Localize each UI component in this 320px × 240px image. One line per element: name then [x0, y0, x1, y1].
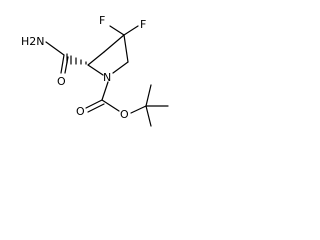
bond-ring-c2-c3: [87, 51, 105, 66]
bond-n-carbamate-c: [101, 81, 109, 101]
atom-amide-nh2: H2N: [21, 35, 45, 48]
bond-o-quaternary-c: [130, 105, 147, 114]
bond-amide-c-n: [45, 41, 65, 56]
atom-ring-nitrogen: N: [103, 71, 111, 84]
bond-c4-f-right: [123, 25, 139, 36]
bond-ring-n-c2: [87, 64, 104, 76]
bond-quaternary-methyl-up: [145, 84, 152, 107]
bond-ring-c4-c5: [123, 34, 129, 63]
bond-carbamate-c-o-dbl-b: [87, 103, 105, 113]
bond-carbamate-c-o-dbl-a: [85, 99, 103, 109]
bond-c4-f-upper: [109, 25, 125, 36]
boc-difluoroprolinamide-structure: F F H2N O N O O: [21, 14, 169, 127]
atom-amide-oxygen: O: [57, 75, 66, 88]
atom-f-right: F: [140, 18, 146, 31]
bond-quaternary-methyl-down: [145, 105, 152, 127]
atom-carbamate-oxygen-double: O: [76, 105, 85, 118]
atom-carbamate-oxygen-single: O: [120, 108, 129, 121]
bond-ring-c5-n: [112, 61, 129, 74]
bond-ring-c4-c3: [103, 34, 125, 53]
stereo-hash-bond: [66, 53, 87, 65]
bond-amide-c-o-a: [60, 54, 65, 74]
bond-amide-c-o-b: [64, 56, 69, 74]
bond-carbamate-c-o-single: [101, 99, 120, 112]
atom-f-upper: F: [99, 14, 105, 27]
